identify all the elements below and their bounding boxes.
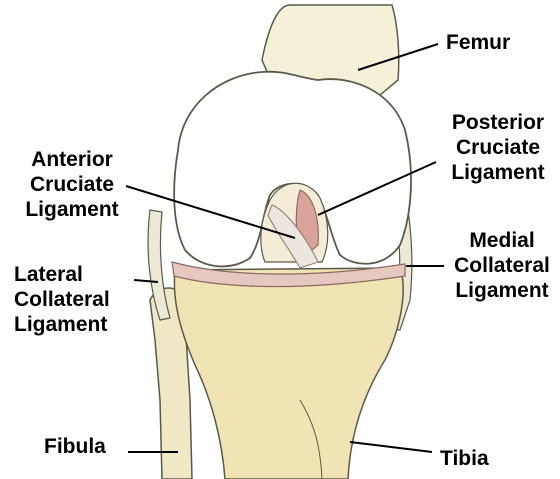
label-line: Medial (446, 228, 558, 253)
label-fibula-text: Fibula (44, 434, 106, 459)
label-line: Ligament (440, 160, 556, 185)
label-line: Collateral (446, 253, 558, 278)
label-fibula: Fibula (44, 434, 106, 459)
label-line: Ligament (446, 278, 558, 303)
label-tibia: Tibia (440, 446, 489, 471)
label-line: Anterior (10, 147, 134, 172)
label-anterior-cruciate-ligament: Anterior Cruciate Ligament (10, 147, 134, 222)
label-line: Cruciate (10, 172, 134, 197)
label-line: Ligament (14, 312, 110, 337)
label-femur-text: Femur (446, 30, 510, 55)
label-lateral-collateral-ligament: Lateral Collateral Ligament (14, 262, 110, 337)
label-line: Cruciate (440, 135, 556, 160)
leader-tibia (350, 442, 432, 452)
label-line: Posterior (440, 110, 556, 135)
label-medial-collateral-ligament: Medial Collateral Ligament (446, 228, 558, 303)
label-line: Lateral (14, 262, 110, 287)
tibia-bone (174, 268, 403, 479)
label-femur: Femur (446, 30, 510, 55)
label-tibia-text: Tibia (440, 446, 489, 471)
label-posterior-cruciate-ligament: Posterior Cruciate Ligament (440, 110, 556, 185)
label-line: Collateral (14, 287, 110, 312)
label-line: Ligament (10, 197, 134, 222)
